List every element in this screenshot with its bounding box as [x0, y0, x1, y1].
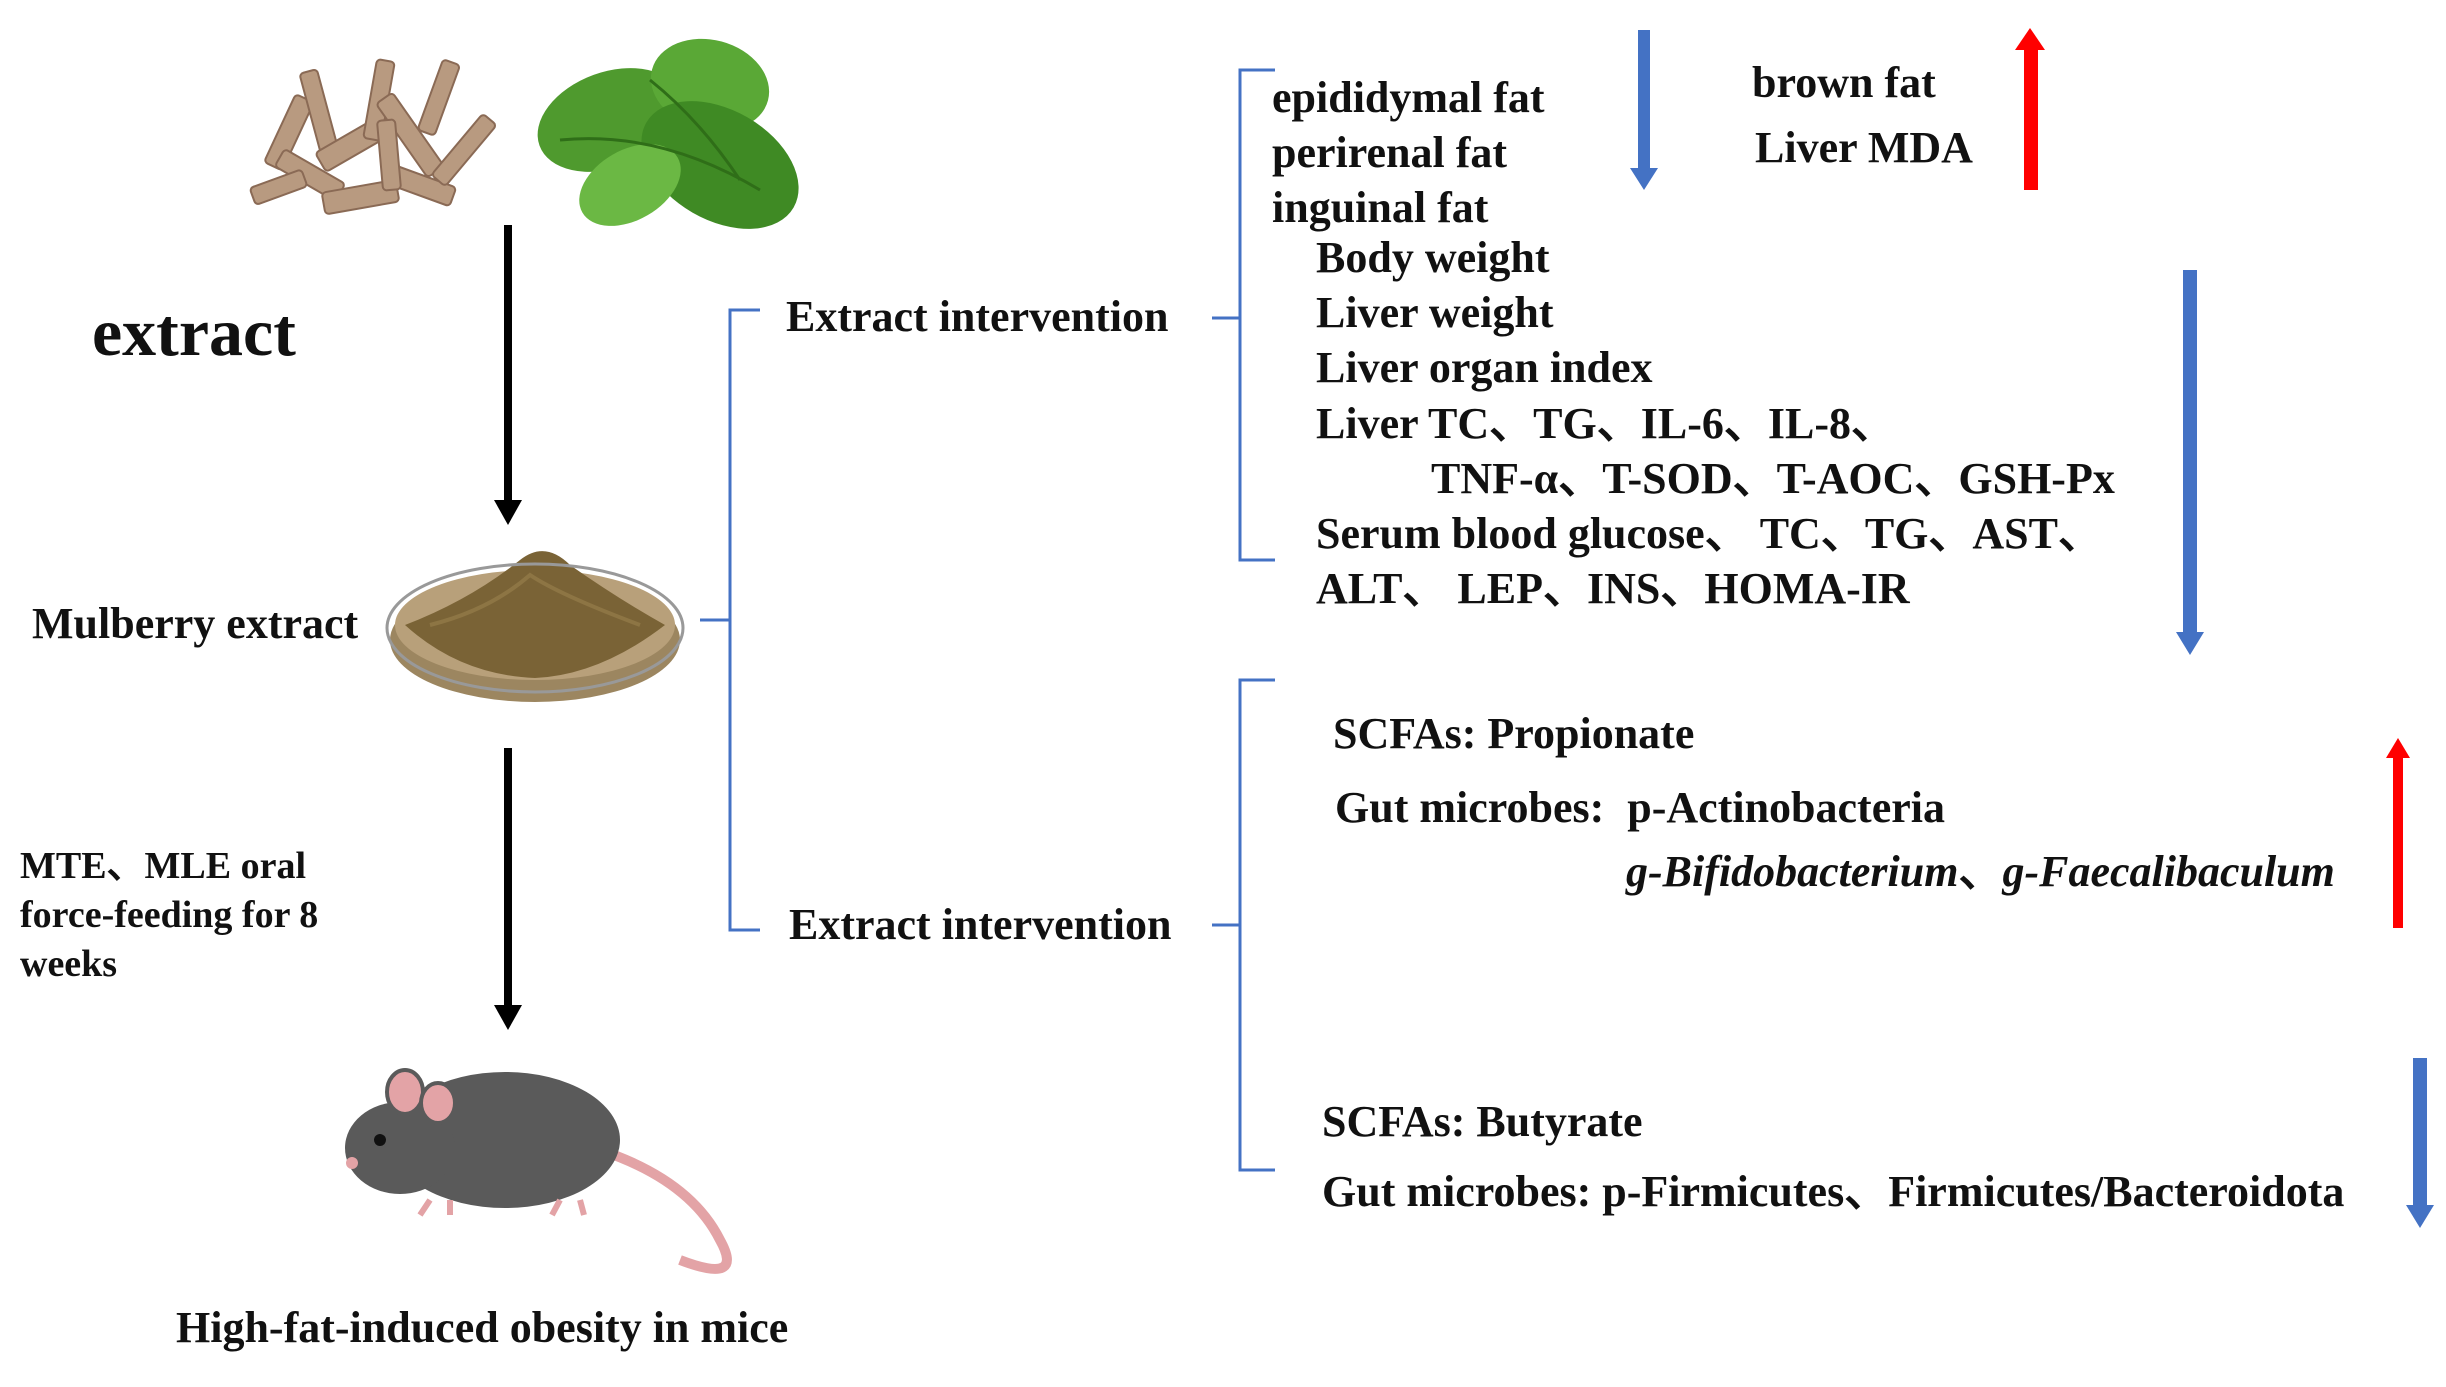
up-item-brown-fat: brown fat: [1752, 58, 1936, 107]
extract-label: extract: [92, 294, 296, 370]
scfa-propionate: SCFAs: Propionate: [1333, 709, 1695, 758]
genus-bifidobacterium: g-Bifidobacterium: [1626, 847, 1959, 896]
genus-faecalibaculum: g-Faecalibaculum: [2002, 847, 2335, 896]
item-liver-organ-index: Liver organ index: [1316, 343, 1653, 393]
flow-arrow-1: [494, 225, 522, 525]
model-label: High-fat-induced obesity in mice: [176, 1303, 789, 1352]
mulberry-twig-icon: [249, 58, 496, 215]
treatment-line-1: MTE、MLE oral: [20, 845, 307, 887]
increase-arrow-brown-fat: [2015, 28, 2045, 190]
decrease-arrow-firmicutes: [2406, 1058, 2434, 1228]
item-liver-weight: Liver weight: [1316, 288, 1554, 338]
mulberry-extract-label: Mulberry extract: [32, 599, 359, 648]
top-group-bracket: [1212, 68, 1275, 562]
decrease-arrow-liver: [2176, 270, 2204, 655]
scfa-butyrate: SCFAs: Butyrate: [1322, 1097, 1643, 1146]
main-bracket: [700, 308, 760, 932]
branch-label-top: Extract intervention: [786, 292, 1169, 341]
fat-list: epididymal fat perirenal fat inguinal fa…: [1272, 70, 1545, 235]
powder-dish-icon: [385, 551, 685, 702]
increase-arrow-microbes: [2386, 738, 2410, 928]
item-serum-markers: Serum blood glucose、 TC、TG、AST、: [1316, 509, 2102, 559]
item-liver-markers: Liver TC、TG、IL-6、IL-8、: [1316, 398, 1895, 448]
microbes-down-line: Gut microbes: p-Firmicutes、Firmicutes/Ba…: [1322, 1167, 2345, 1216]
treatment-text: MTE、MLE oral force-feeding for 8 weeks: [20, 842, 318, 989]
treatment-line-3: weeks: [20, 943, 118, 985]
treatment-line-2: force-feeding for 8: [20, 894, 319, 936]
branch-label-bottom: Extract intervention: [789, 900, 1172, 949]
up-item-liver-mda: Liver MDA: [1755, 123, 1973, 172]
item-liver-markers-2: TNF-α、T-SOD、T-AOC、GSH-Px: [1431, 453, 2115, 503]
fat-item-epididymal: epididymal fat: [1272, 73, 1545, 122]
microbes-up-prefix: Gut microbes:: [1335, 783, 1605, 832]
genus-separator: 、: [1958, 847, 2003, 896]
genera-up-line: g-Bifidobacterium、g-Faecalibaculum: [1626, 850, 2335, 894]
microbes-up-line: Gut microbes: p-Actinobacteria: [1335, 786, 1945, 830]
fat-item-perirenal: perirenal fat: [1272, 128, 1508, 177]
liver-serum-list: Body weight Liver weight Liver organ ind…: [1316, 230, 2115, 616]
flow-arrow-2: [494, 748, 522, 1030]
decrease-arrow-fat: [1630, 30, 1658, 190]
fat-item-inguinal: inguinal fat: [1272, 183, 1489, 232]
item-serum-markers-2: ALT、 LEP、INS、HOMA-IR: [1316, 564, 1910, 614]
mouse-icon: [345, 1068, 732, 1274]
item-body-weight: Body weight: [1316, 233, 1550, 282]
mulberry-leaf-icon: [537, 38, 799, 229]
up-list: brown fat Liver MDA: [1752, 50, 1973, 180]
bottom-group-bracket: [1212, 678, 1275, 1172]
microbes-up-phylum: p-Actinobacteria: [1627, 783, 1945, 832]
